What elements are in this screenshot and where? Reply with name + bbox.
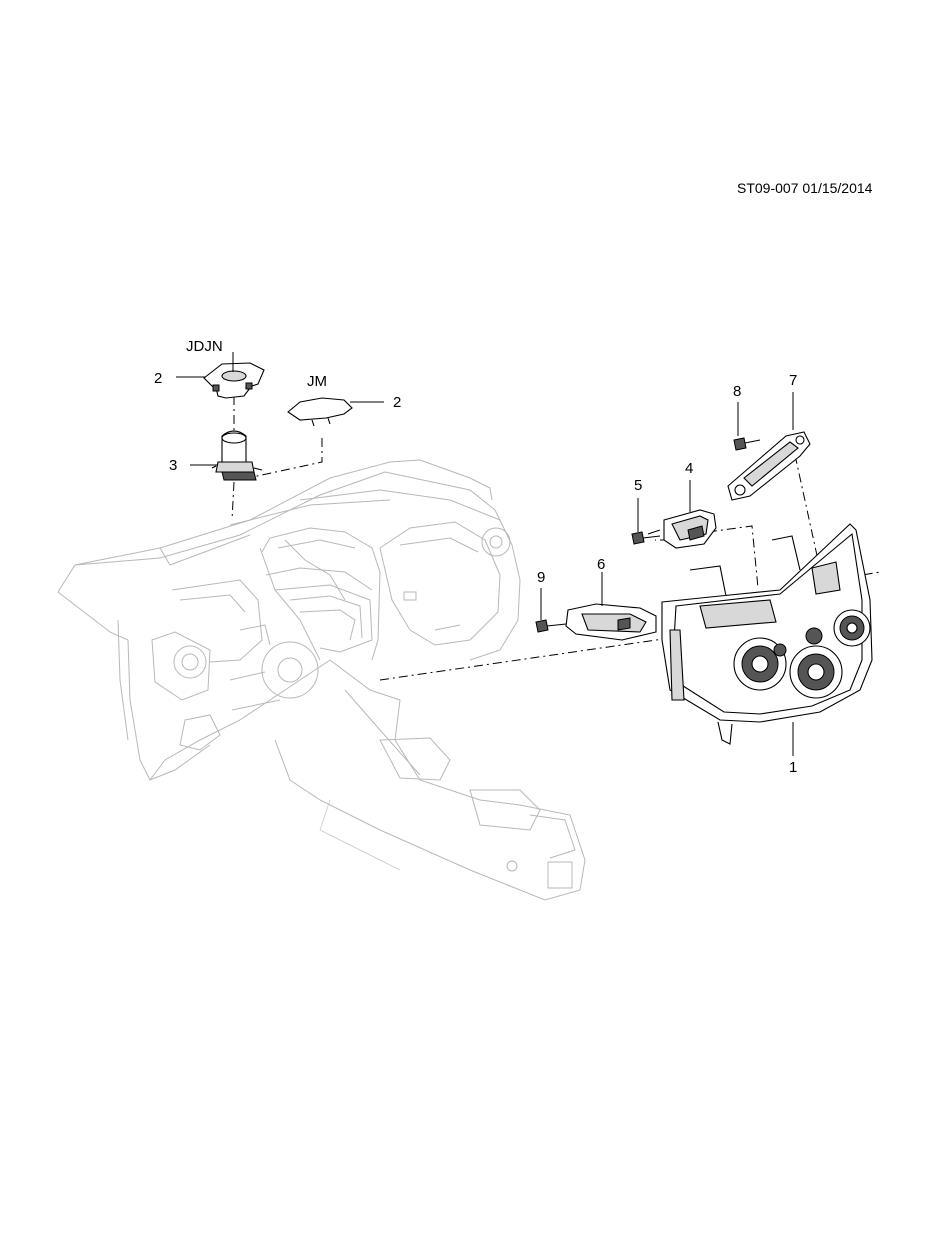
glovebox-outline (379, 521, 501, 646)
diagram-reference-code: ST09-007 01/15/2014 (737, 180, 873, 196)
callout-2-jdjn: 2 (154, 370, 162, 387)
part-5-screw (631, 531, 661, 545)
vents-outline (151, 527, 511, 751)
variant-label-jdjn: JDJN (186, 338, 223, 355)
callout-4: 4 (685, 460, 693, 477)
part-7-bracket (727, 431, 811, 501)
callout-3: 3 (169, 457, 177, 474)
callout-1: 1 (789, 759, 797, 776)
callout-5: 5 (634, 477, 642, 494)
part-4-bracket (647, 509, 717, 549)
steering-column-outline (171, 579, 319, 711)
instrument-panel-outline (57, 459, 521, 781)
part-6-bracket (565, 603, 657, 641)
center-stack-outline (261, 527, 381, 661)
part-3-switch (211, 430, 263, 481)
part-2-cover-jm (287, 397, 353, 427)
part-9-screw (535, 619, 567, 633)
callout-leaders (176, 352, 794, 756)
variant-label-jm: JM (307, 373, 327, 390)
callout-9: 9 (537, 569, 545, 586)
part-8-screw (733, 437, 761, 451)
callout-6: 6 (597, 556, 605, 573)
callout-7: 7 (789, 372, 797, 389)
part-2-cap-jdjn (203, 362, 265, 399)
callout-8: 8 (733, 383, 741, 400)
part-1-control-panel (661, 523, 873, 745)
callout-2-jm: 2 (393, 394, 401, 411)
floor-console-outline (274, 659, 586, 901)
